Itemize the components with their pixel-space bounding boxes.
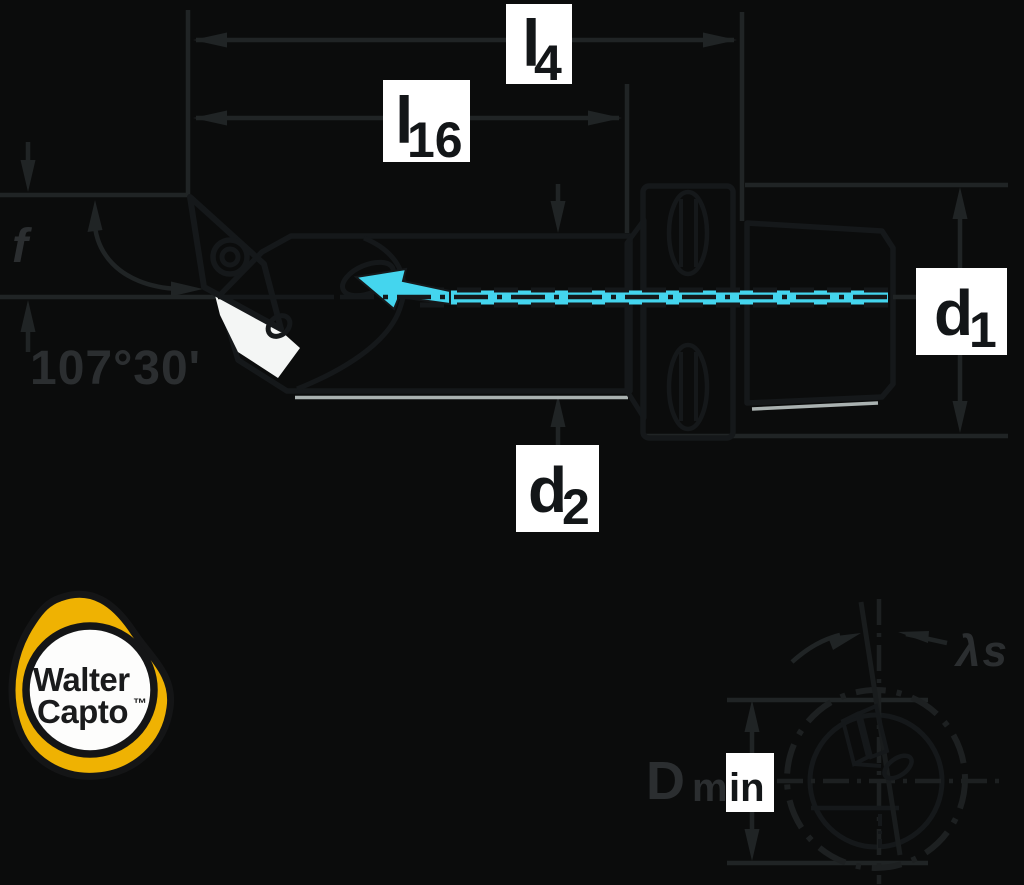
approach-angle-label: 107°30' [30,342,201,395]
logo-text-walter: Walter [33,661,130,698]
f-arrowhead-down [20,160,36,192]
l16-label-box [383,80,470,162]
dmin-in-label-box [726,753,774,812]
insert-screw-outer [210,237,250,277]
capto-taper [744,220,896,406]
slot-outline [666,189,710,277]
d1-label-base: d [934,277,973,349]
slot-outline [666,342,710,432]
l16-arrowhead-left [193,110,227,126]
lambda-arrowhead-left [828,633,861,650]
d2-label-box [516,445,599,532]
tool-end-view [731,599,1005,884]
l16-label-sub: 16 [407,112,463,168]
logo-text-capto: Capto [37,693,128,730]
d2-arrowhead-down [550,201,566,233]
logo-trademark: ™ [133,695,147,711]
f-label: f [12,220,32,273]
inclination-angle-label: λs [954,627,1009,676]
l4-arrowhead-right [703,32,737,48]
dmin-label-base: D [646,751,685,811]
endview-pocket-face [840,711,871,767]
endview-insert-edge [857,703,890,760]
insert-nose-radius [265,313,293,339]
dmin-arrowhead-down [744,829,760,861]
d1-label-box [916,268,1007,355]
dmin-arrowhead-up [744,700,760,732]
head-transition-curve [296,235,407,392]
l16-label-base: l [395,83,413,157]
walter-capto-logo: Walter Capto ™ [8,590,175,780]
l4-label-sub: 4 [534,35,562,91]
lambda-arrowhead-right [898,631,929,643]
insert-pocket-highlight [215,295,300,378]
d2-arrowhead-up [550,395,566,427]
f-arrowhead-up [20,300,36,332]
d2-label-base: d [528,454,567,526]
coupling-flange [640,183,736,441]
flange-drive-slot-top [666,189,710,277]
endview-coolant-hole [882,753,914,781]
endview-pocket-line [853,762,882,768]
l4-label-box [506,4,572,84]
d1-arrowhead-up [952,187,968,219]
d1-label-sub: 1 [969,302,997,358]
logo-circle [22,622,158,758]
dimension-label-boxes: l 4 l 16 d 1 d 2 in [383,4,1007,812]
d2-label-sub: 2 [562,479,590,535]
d1-arrowhead-down [952,401,968,433]
l16-arrowhead-right [588,110,622,126]
dmin-label-sub-m: m [692,766,728,810]
l4-label-base: l [522,6,540,80]
angle-arc [92,211,179,292]
l4-arrowhead-left [193,32,227,48]
tool-side-view [187,183,948,441]
angle-arrowhead-right [171,281,203,297]
dim-annotations: f 107°30' λs D m [12,220,1009,811]
angle-arrowhead-up [87,200,103,232]
flange-drive-slot-bottom [666,342,710,432]
insert-screw-center [219,246,241,268]
dmin-label-sub-in: in [729,766,765,810]
taper-bottom-highlight [751,401,879,411]
